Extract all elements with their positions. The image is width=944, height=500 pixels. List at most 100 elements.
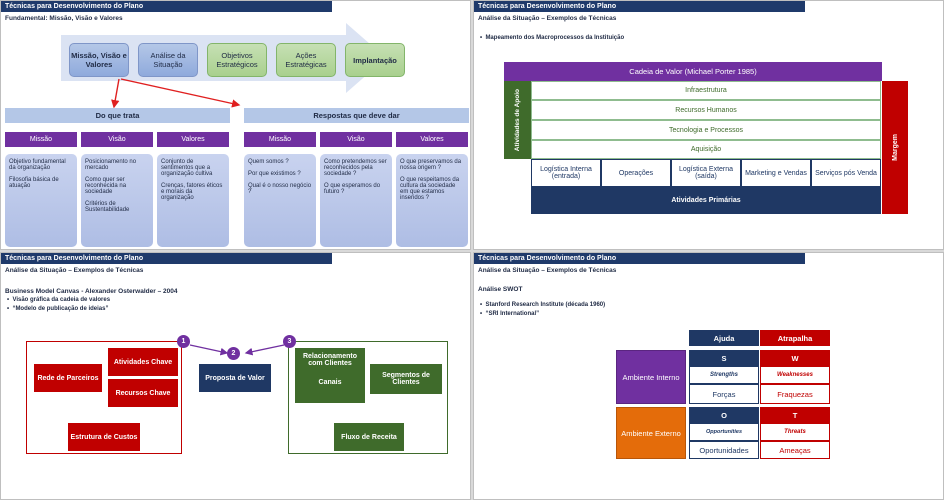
internal-environment: Ambiente Interno <box>616 350 686 404</box>
red-arrows <box>111 78 241 109</box>
bullet-text: “Modelo de publicação de ideias” <box>12 306 109 312</box>
margin-label: Margem <box>891 134 899 161</box>
bullet-item: • Mapeamento dos Macroprocessos da Insti… <box>480 35 625 41</box>
panel-swot: Técnicas para Desenvolvimento do Plano A… <box>473 252 944 500</box>
left-group-frame <box>26 341 182 454</box>
block-customer-relations: Relacionamento com Clientes Canais <box>295 348 365 403</box>
canvas-title: Business Model Canvas - Alexander Osterw… <box>5 288 178 295</box>
panel-business-model-canvas: Técnicas para Desenvolvimento do Plano A… <box>0 252 471 500</box>
block-key-activities: Atividades Chave <box>108 348 178 376</box>
block-customer-segments: Segmentos de Clientes <box>370 364 442 394</box>
content-box-visao-questions: Como pretendemos ser reconhecidos pela s… <box>320 154 392 247</box>
panel-subtitle: Fundamental: Missão, Visão e Valores <box>5 15 123 22</box>
content-box-missao: Objetivo fundamental da organização Filo… <box>5 154 77 247</box>
swot-s-letter: S <box>689 350 759 366</box>
section-left-header: Do que trata <box>5 108 230 123</box>
support-row-infra: Infraestrutura <box>531 81 881 100</box>
block-value-proposition: Proposta de Valor <box>199 364 271 392</box>
box-text: Como quer ser reconhecida na sociedade <box>85 177 127 195</box>
content-box-valores-questions: O que preservamos da nossa origem ? O qu… <box>396 154 468 247</box>
swot-threats-en: Threats <box>760 423 830 441</box>
panel-subtitle: Análise da Situação – Exemplos de Técnic… <box>5 267 144 274</box>
swot-strengths-en: Strengths <box>689 366 759 384</box>
header-hinder: Atrapalha <box>760 330 830 346</box>
box-text: Qual é o nosso negócio ? <box>248 183 312 195</box>
section-right-header: Respostas que deve dar <box>244 108 469 123</box>
header-help: Ajuda <box>689 330 759 346</box>
swot-opportunities-pt: Oportunidades <box>689 441 759 459</box>
support-activities-label: Atividades de Apoio <box>504 81 531 159</box>
primary-operations: Operações <box>601 159 671 187</box>
box-text: Quem somos ? <box>248 159 289 165</box>
col-header-valores-2: Valores <box>396 132 468 147</box>
step-badge-1: 1 <box>177 335 190 348</box>
primary-logistics-out: Logística Externa (saída) <box>671 159 741 187</box>
flow-step-actions: Ações Estratégicas <box>276 43 336 77</box>
primary-activities-label: Atividades Primárias <box>531 187 881 214</box>
panel-subtitle: Análise da Situação – Exemplos de Técnic… <box>478 267 617 274</box>
external-environment: Ambiente Externo <box>616 407 686 459</box>
support-row-acquisition: Aquisição <box>531 140 881 159</box>
box-text: Critérios de Sustentabilidade <box>85 201 130 213</box>
swot-weaknesses-pt: Fraquezas <box>760 384 830 404</box>
value-chain-title: Cadeia de Valor (Michael Porter 1985) <box>504 62 882 81</box>
swot-title: Análise SWOT <box>478 286 523 293</box>
bullet-item: • Stanford Research Institute (década 19… <box>480 302 606 308</box>
swot-weaknesses-en: Weaknesses <box>760 366 830 384</box>
bullet-item: • Visão gráfica da cadeia de valores <box>7 297 111 303</box>
block-key-resources: Recursos Chave <box>108 379 178 407</box>
primary-marketing: Marketing e Vendas <box>741 159 811 187</box>
panel-value-chain: Técnicas para Desenvolvimento do Plano A… <box>473 0 944 250</box>
block-cost-structure: Estrutura de Custos <box>68 423 140 451</box>
support-row-tech: Tecnologia e Processos <box>531 120 881 140</box>
support-row-hr: Recursos Humanos <box>531 100 881 120</box>
swot-w-letter: W <box>760 350 830 366</box>
right-group-frame <box>288 341 448 454</box>
support-label-text: Atividades de Apoio <box>514 88 521 152</box>
swot-opportunities-en: Opportunities <box>689 423 759 441</box>
primary-services: Serviços pós Venda <box>811 159 881 187</box>
primary-logistics-in: Logística Interna (entrada) <box>531 159 601 187</box>
box-text: Posicionamento no mercado <box>85 159 137 171</box>
step-badge-3: 3 <box>283 335 296 348</box>
box-text: Crenças, fatores éticos e morais da orga… <box>161 183 223 201</box>
panel-mission-vision-values: Técnicas para Desenvolvimento do Plano F… <box>0 0 471 250</box>
box-text: Conjunto de sentimentos que a organizaçã… <box>161 159 213 177</box>
panel-title: Técnicas para Desenvolvimento do Plano <box>1 1 332 12</box>
box-text: Objetivo fundamental da organização <box>9 159 66 171</box>
bullet-text: “SRI International” <box>485 311 540 317</box>
bullet-text: Stanford Research Institute (década 1960… <box>485 302 606 308</box>
box-text: Filosofia básica de atuação <box>9 177 59 189</box>
box-text: O que respeitamos da cultura da sociedad… <box>400 177 460 201</box>
box-text: O que preservamos da nossa origem ? <box>400 159 462 171</box>
flow-step-objectives: Objetivos Estratégicos <box>207 43 267 77</box>
step-badge-2: 2 <box>227 347 240 360</box>
col-header-visao: Visão <box>81 132 153 147</box>
panel-title: Técnicas para Desenvolvimento do Plano <box>474 1 805 12</box>
bullet-text: Visão gráfica da cadeia de valores <box>12 297 111 303</box>
panel-title: Técnicas para Desenvolvimento do Plano <box>1 253 332 264</box>
box-text: Como pretendemos ser reconhecidos pela s… <box>324 159 387 177</box>
swot-strengths-pt: Forças <box>689 384 759 404</box>
box-text: Por que existimos ? <box>248 171 301 177</box>
bullet-text: Mapeamento dos Macroprocessos da Institu… <box>485 35 625 41</box>
margin-bar: Margem <box>882 81 908 214</box>
content-box-valores: Conjunto de sentimentos que a organizaçã… <box>157 154 229 247</box>
bullet-item: • “SRI International” <box>480 311 540 317</box>
box-text: O que esperamos do futuro ? <box>324 183 381 195</box>
flow-step-mission: Missão, Visão e Valores <box>69 43 129 77</box>
col-header-missao: Missão <box>5 132 77 147</box>
canvas-connectors <box>189 344 285 356</box>
relations-label: Relacionamento com Clientes <box>302 353 358 367</box>
flow-step-analysis: Análise da Situação <box>138 43 198 77</box>
panel-title: Técnicas para Desenvolvimento do Plano <box>474 253 805 264</box>
flow-step-implementation: Implantação <box>345 43 405 77</box>
swot-threats-pt: Ameaças <box>760 441 830 459</box>
panel-subtitle: Análise da Situação – Exemplos de Técnic… <box>478 15 617 22</box>
swot-t-letter: T <box>760 407 830 423</box>
content-box-missao-questions: Quem somos ? Por que existimos ? Qual é … <box>244 154 316 247</box>
bullet-item: • “Modelo de publicação de ideias” <box>7 306 109 312</box>
block-partners: Rede de Parceiros <box>34 364 102 392</box>
col-header-valores: Valores <box>157 132 229 147</box>
col-header-visao-2: Visão <box>320 132 392 147</box>
